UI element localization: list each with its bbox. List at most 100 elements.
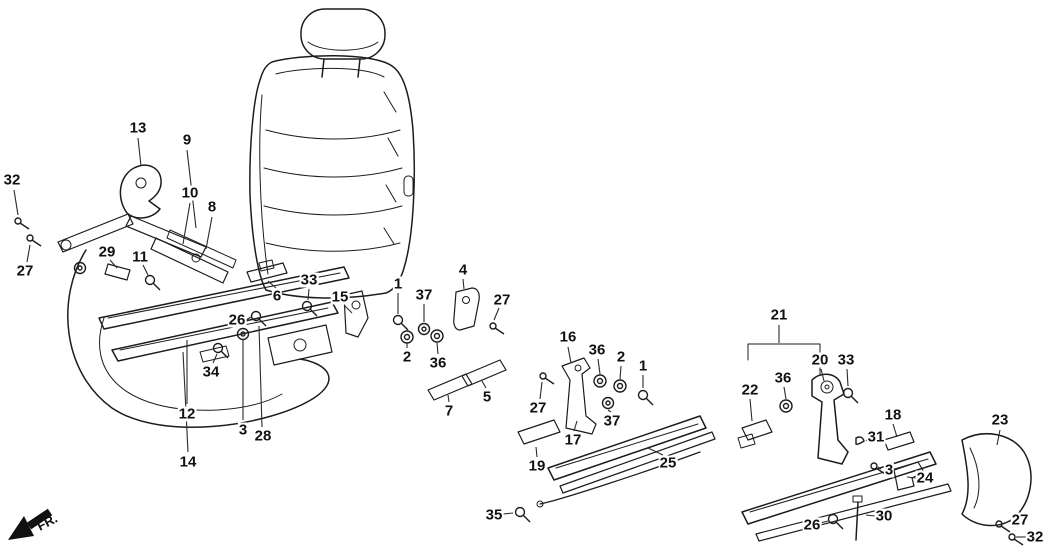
leader-line-28-23 xyxy=(258,325,263,428)
leader-line-14-24 xyxy=(182,351,189,453)
part-callout-32-48: 32 xyxy=(1025,528,1045,546)
screw-icon xyxy=(1008,533,1024,546)
nut-icon xyxy=(73,261,87,275)
fr-arrow-icon xyxy=(8,516,34,540)
part-callout-17-31: 17 xyxy=(563,431,583,449)
fr-direction-indicator: FR. xyxy=(8,508,60,540)
slide-rail-right-upper xyxy=(741,451,937,525)
fr-label: FR. xyxy=(34,511,60,534)
leader-line-19-32 xyxy=(535,446,538,458)
washer-icon xyxy=(400,330,414,344)
screw-icon xyxy=(14,217,30,230)
leader-line-23-42 xyxy=(996,429,1001,446)
part-callout-7-20: 7 xyxy=(443,402,455,420)
leader-line-27-14 xyxy=(493,307,500,321)
leader-line-35-34 xyxy=(502,512,514,515)
part-callout-27-47: 27 xyxy=(1010,511,1030,529)
recliner-plate-10 xyxy=(166,229,237,269)
center-rail-assembly xyxy=(517,357,716,508)
leader-line-10-3 xyxy=(182,202,191,245)
leader-line-15-10 xyxy=(343,304,353,314)
leader-lines-layer xyxy=(13,137,1026,538)
part-callout-36-37: 36 xyxy=(773,369,793,387)
part-callout-28-23: 28 xyxy=(253,427,273,445)
leader-line-17-31 xyxy=(573,420,578,432)
lower-rail-groove xyxy=(119,307,329,351)
bolt-icon xyxy=(637,389,654,406)
leader-line-3-43 xyxy=(877,466,882,470)
part-callout-11-7: 11 xyxy=(131,248,149,266)
part-callout-27-5: 27 xyxy=(15,262,35,280)
part-callout-2-16: 2 xyxy=(401,348,413,366)
part-callout-18-40: 18 xyxy=(883,406,903,424)
leader-line-8-4 xyxy=(205,216,213,250)
nut-icon xyxy=(417,322,431,336)
riser-bracket-15 xyxy=(343,290,369,338)
anchor-arm-eyelet xyxy=(60,239,72,251)
plate-20-pivot xyxy=(820,380,834,394)
washer-icon xyxy=(779,399,793,413)
bracket-18 xyxy=(883,431,915,451)
hardware-layer xyxy=(14,217,1024,546)
part-callout-3-43: 3 xyxy=(883,461,895,479)
part-callout-12-21: 12 xyxy=(177,405,197,423)
part-callout-33-39: 33 xyxy=(836,351,856,369)
left-rail-assembly xyxy=(57,164,369,428)
part-callout-2-27: 2 xyxy=(615,348,627,366)
nut-icon xyxy=(236,327,250,341)
seat-back-outline xyxy=(249,55,416,299)
bracket-6 xyxy=(246,262,288,283)
bolt-30-head xyxy=(852,495,863,503)
fr-arrow-shaft xyxy=(26,508,53,530)
seat-back-shading xyxy=(383,91,399,245)
screw-icon xyxy=(539,372,555,385)
part-callout-36-26: 36 xyxy=(587,341,607,359)
adjuster-mechanism xyxy=(267,324,333,366)
leader-line-25-33 xyxy=(647,447,664,456)
part-callout-20-38: 20 xyxy=(810,351,830,369)
screw-icon xyxy=(995,520,1011,533)
part-callout-37-12: 37 xyxy=(414,286,434,304)
anchor-arm xyxy=(57,213,134,253)
recliner-plate-20 xyxy=(811,373,849,465)
leader-line-36-17 xyxy=(436,342,439,355)
leader-line-33-39 xyxy=(846,368,849,387)
leader-line-13-0 xyxy=(137,137,142,167)
leader-line-7-20 xyxy=(447,394,450,403)
leader-line-27-47 xyxy=(1003,520,1012,524)
link-plates xyxy=(427,287,507,401)
part-callout-23-42: 23 xyxy=(990,411,1010,429)
part-callout-25-33: 25 xyxy=(658,454,678,472)
bracket-13-pivot-hole xyxy=(135,177,147,189)
bolt-icon xyxy=(144,274,161,291)
bolt-icon xyxy=(842,387,859,404)
leader-line-20-38 xyxy=(820,368,825,382)
leader-line-27-5 xyxy=(26,244,31,263)
leader-line-2-27 xyxy=(619,365,622,380)
upper-slide-rail-left xyxy=(98,266,350,330)
part-callout-37-30: 37 xyxy=(602,412,622,430)
recliner-arm xyxy=(125,215,207,258)
part-callout-16-25: 16 xyxy=(558,328,578,346)
bolt-icon xyxy=(250,310,267,327)
link-plate-7 xyxy=(427,373,473,401)
screw-icon xyxy=(26,234,42,247)
washer-icon xyxy=(613,379,627,393)
adjuster-rod xyxy=(539,451,701,505)
leader-line-36-26 xyxy=(597,358,601,375)
bolt-icon xyxy=(514,506,531,523)
leader-line-11-7 xyxy=(142,264,149,276)
slide-rail-25-lower xyxy=(559,431,716,494)
recliner-bracket-13 xyxy=(119,164,162,219)
screw-icon xyxy=(489,322,505,335)
right-rail-assembly xyxy=(737,343,1032,542)
bolt-icon xyxy=(827,513,844,530)
leader-line-22-36 xyxy=(749,398,753,422)
nut-icon xyxy=(601,396,615,410)
part-callout-30-46: 30 xyxy=(874,507,894,525)
riser-bracket-16-17 xyxy=(561,357,597,435)
leader-line-6-8 xyxy=(267,280,277,289)
leader-line-32-2 xyxy=(13,189,19,216)
part-callout-4-13: 4 xyxy=(457,261,469,279)
part-callout-9-1: 9 xyxy=(181,131,193,149)
